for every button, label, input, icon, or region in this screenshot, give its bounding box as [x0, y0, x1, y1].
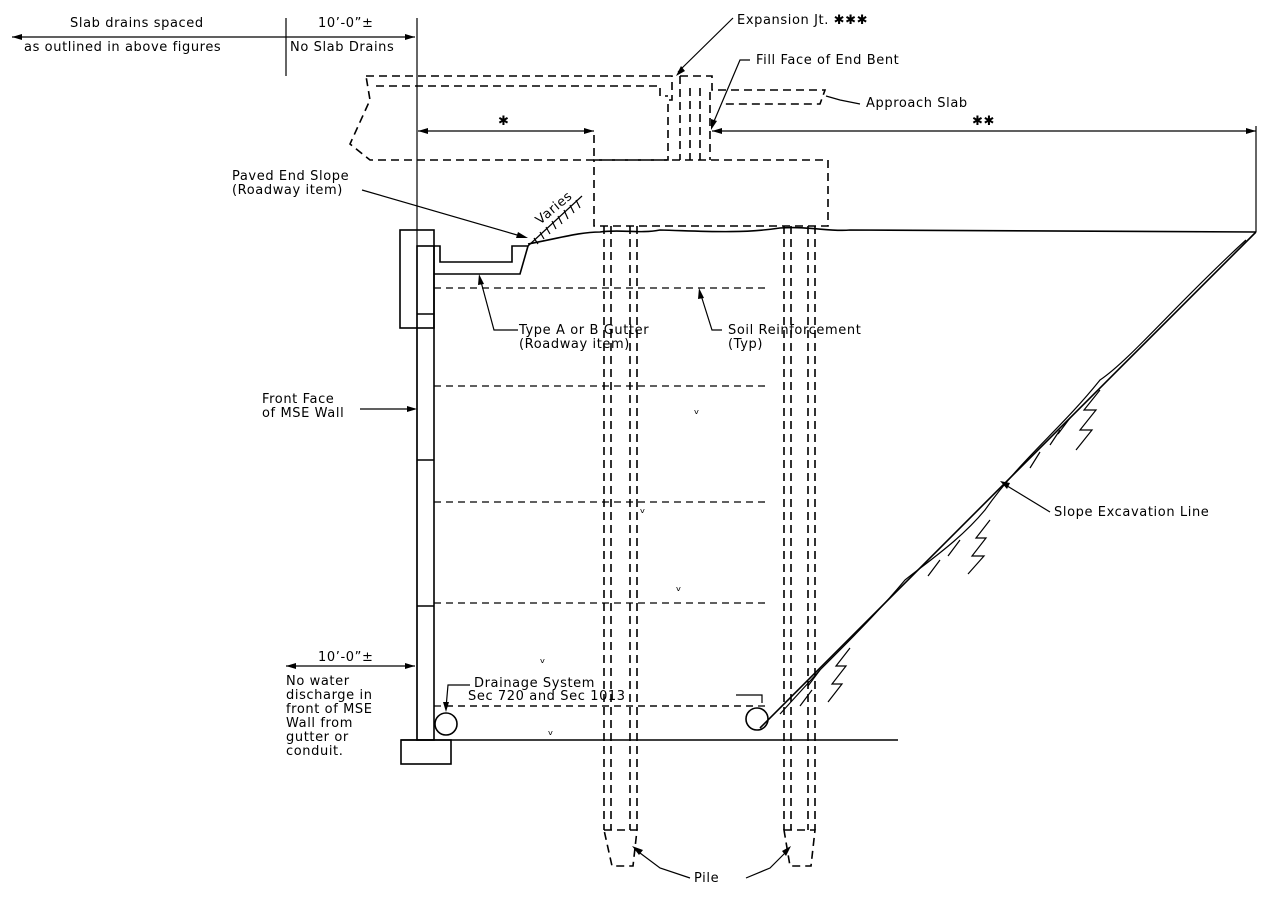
pile-leaders: [632, 846, 791, 879]
bottom-dimension-label: 10’-0”±: [318, 650, 373, 665]
no-water-line2: discharge in: [286, 688, 373, 703]
drain-pipe-left: [434, 712, 458, 736]
drainage-system: [434, 694, 769, 736]
end-bent-and-approach-slab: [593, 75, 829, 227]
slope-excavation-leader: [1000, 481, 1051, 513]
soil-reinforcement-label-line1: Soil Reinforcement: [728, 323, 861, 338]
slab-drains-label-line1: Slab drains spaced: [70, 16, 204, 31]
bottom-dimension-line: [286, 663, 415, 669]
svg-text:ᵥ: ᵥ: [676, 580, 682, 595]
star-dimension-lines: [418, 126, 1257, 232]
expansion-joint-leader: [676, 17, 734, 76]
gutter-label-line2: (Roadway item): [519, 337, 630, 352]
soil-reinforcement-leader: [698, 288, 722, 331]
no-water-line5: gutter or: [286, 730, 349, 745]
svg-text:ᵥ: ᵥ: [548, 724, 554, 739]
soil-reinforcement-label-line2: (Typ): [728, 337, 763, 352]
slab-drains-label-line2: as outlined in above figures: [24, 40, 221, 55]
drainage-label-line2: Sec 720 and Sec 1013: [468, 689, 626, 704]
svg-text:ᵥ: ᵥ: [640, 502, 646, 517]
approach-slab-label: Approach Slab: [866, 96, 968, 111]
ground-surface: [527, 226, 1257, 729]
soil-symbols: ᵥ ᵥ ᵥ ᵥ ᵥ: [540, 403, 700, 739]
no-slab-drains-label: No Slab Drains: [290, 40, 394, 55]
top-dimension-lines: [12, 18, 418, 740]
svg-text:ᵥ: ᵥ: [540, 652, 546, 667]
front-face-leader: [360, 406, 417, 412]
approach-slab-leader: [825, 95, 861, 105]
front-face-label-line2: of MSE Wall: [262, 406, 344, 421]
gutter-label-line1: Type A or B Gutter: [518, 323, 649, 338]
drainage-label-line1: Drainage System: [474, 676, 595, 691]
gutter-leader: [478, 274, 518, 331]
drainage-leader: [443, 684, 470, 712]
double-star-label: ✱✱: [972, 114, 995, 129]
piles: [603, 226, 816, 867]
drain-pipe-right: [745, 707, 769, 731]
front-face-label-line1: Front Face: [262, 392, 334, 407]
paved-end-slope-label-line1: Paved End Slope: [232, 169, 349, 184]
no-water-line4: Wall from: [286, 716, 353, 731]
single-star-label: ✱: [498, 114, 510, 129]
fill-face-label: Fill Face of End Bent: [756, 53, 899, 68]
excavation-hatch: [799, 389, 1101, 707]
mse-wall: [399, 229, 452, 765]
fill-face-leader: [711, 59, 750, 130]
paved-end-slope-hatch: [527, 195, 583, 247]
no-water-line1: No water: [286, 674, 350, 689]
no-water-line6: conduit.: [286, 744, 343, 759]
top-dimension-label: 10’-0”±: [318, 16, 373, 31]
slope-excavation-label: Slope Excavation Line: [1054, 505, 1209, 520]
no-water-line3: front of MSE: [286, 702, 373, 717]
gutter: [434, 245, 530, 275]
expansion-joint-label: Expansion Jt. ✱✱✱: [737, 13, 868, 28]
paved-end-slope-label-line2: (Roadway item): [232, 183, 343, 198]
pile-label: Pile: [694, 871, 719, 886]
paved-end-slope-leader: [361, 189, 528, 238]
bridge-slab: [349, 75, 673, 161]
svg-text:ᵥ: ᵥ: [694, 403, 700, 418]
